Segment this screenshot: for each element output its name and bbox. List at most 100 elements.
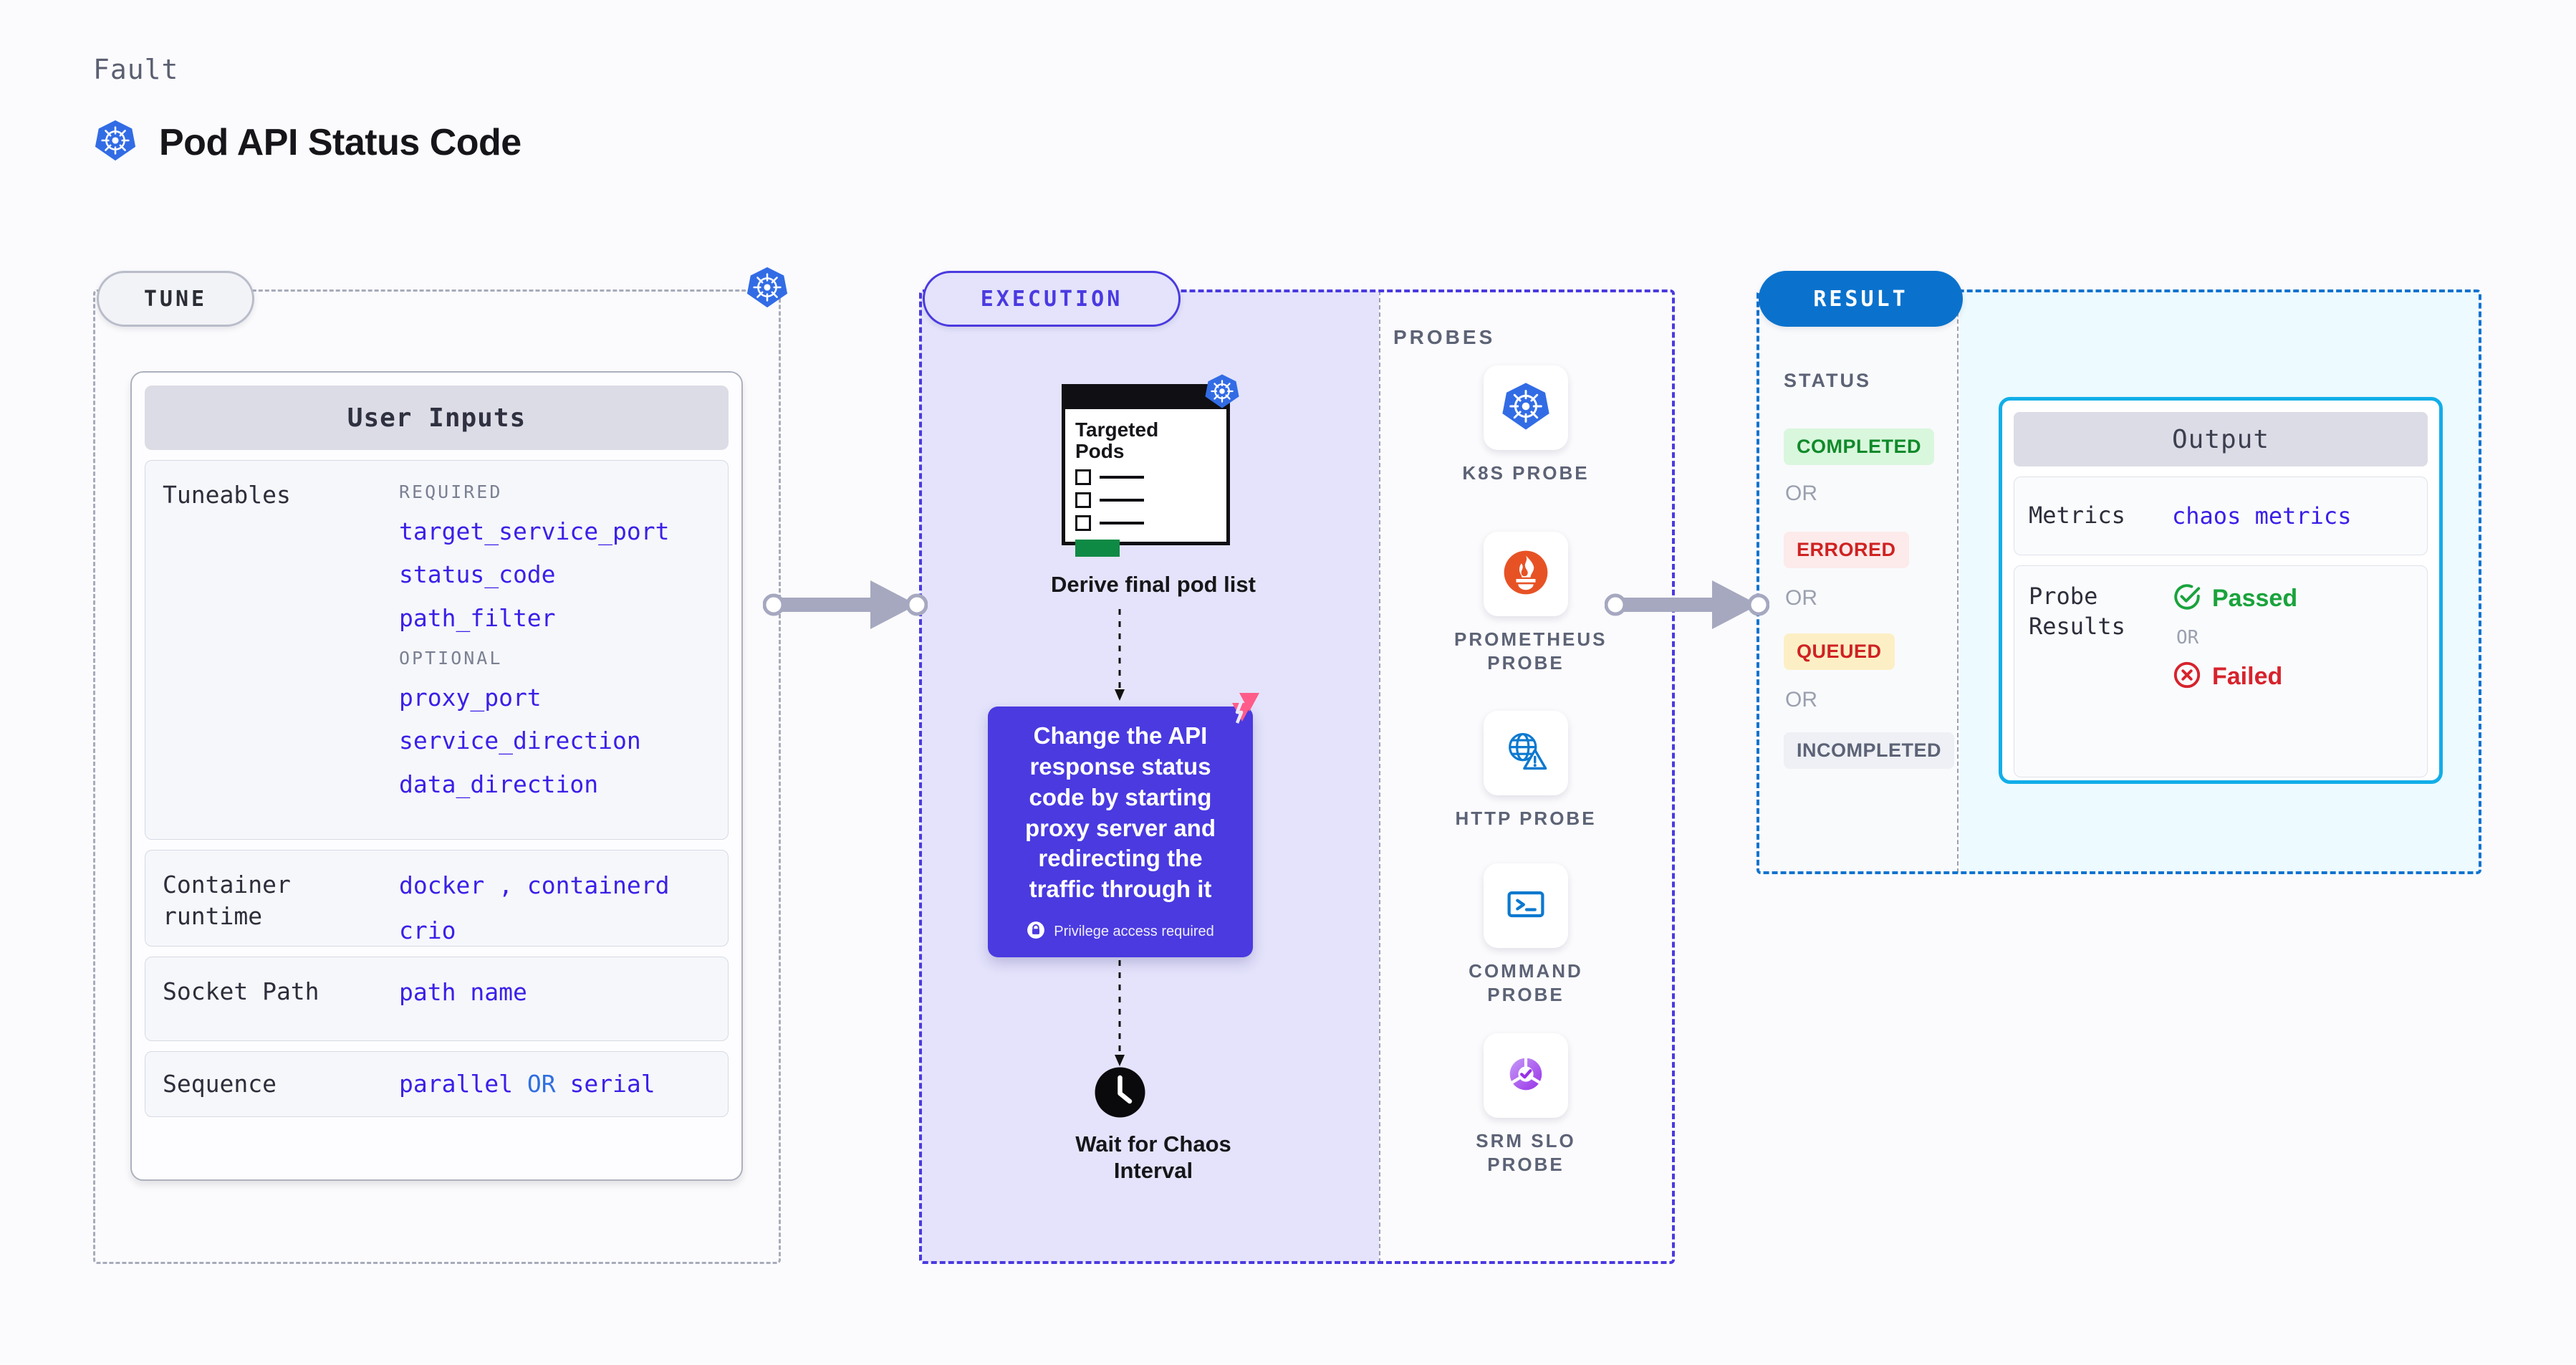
sequence-serial[interactable]: serial bbox=[569, 1069, 655, 1098]
status-or-1: OR bbox=[1785, 482, 1817, 505]
connector-arrow-tune-to-execution bbox=[762, 573, 928, 640]
execution-panel bbox=[919, 289, 1675, 1264]
tuneable-path-filter[interactable]: path_filter bbox=[399, 604, 556, 633]
row-label-container-runtime: Container runtime bbox=[163, 871, 291, 930]
row-label-sequence: Sequence bbox=[163, 1070, 277, 1098]
checkbox-icon bbox=[1075, 492, 1091, 509]
output-metrics-value[interactable]: chaos metrics bbox=[2172, 502, 2352, 530]
flow-connector-1 bbox=[1109, 609, 1130, 706]
runtime-crio[interactable]: crio bbox=[399, 916, 456, 944]
probe-result-failed: Failed bbox=[2172, 660, 2413, 694]
probe-label: COMMAND PROBE bbox=[1469, 960, 1583, 1005]
globe-warning-icon bbox=[1501, 727, 1550, 780]
row-label-socket-path: Socket Path bbox=[163, 977, 319, 1005]
tuneable-service-direction[interactable]: service_direction bbox=[399, 727, 641, 755]
probe-label: SRM SLO PROBE bbox=[1476, 1130, 1576, 1175]
user-inputs-title: User Inputs bbox=[145, 385, 729, 450]
output-probe-results-values: Passed OR Failed bbox=[2172, 582, 2413, 694]
targeted-pods-card: Targeted Pods bbox=[1062, 384, 1230, 557]
derive-pod-list-caption: Derive final pod list bbox=[1051, 572, 1256, 597]
table-row: Socket Path path name bbox=[145, 957, 729, 1041]
srm-slo-icon bbox=[1501, 1050, 1550, 1102]
output-probe-results-label: Probe Results bbox=[2029, 583, 2125, 640]
sequence-joiner: OR bbox=[527, 1069, 556, 1098]
passed-label: Passed bbox=[2212, 585, 2298, 612]
status-badge-incompleted: INCOMPLETED bbox=[1784, 732, 1955, 769]
checkbox-icon bbox=[1075, 469, 1091, 486]
prometheus-icon bbox=[1500, 547, 1552, 602]
list-item bbox=[1075, 469, 1216, 486]
execution-pill-label: EXECUTION bbox=[923, 271, 1181, 327]
list-item bbox=[1075, 492, 1216, 509]
output-metrics-label: Metrics bbox=[2029, 502, 2125, 530]
targeted-pods-title-line1: Targeted bbox=[1075, 418, 1159, 441]
table-row: Sequence parallel OR serial bbox=[145, 1051, 729, 1117]
tuneables-values: REQUIRED target_service_port status_code… bbox=[399, 479, 711, 812]
kubernetes-icon bbox=[93, 118, 138, 166]
action-card: Change the API response status code by s… bbox=[988, 707, 1253, 957]
terminal-icon bbox=[1501, 880, 1550, 932]
page-title: Pod API Status Code bbox=[159, 121, 522, 163]
line-placeholder bbox=[1100, 522, 1144, 525]
probe-tile bbox=[1484, 365, 1568, 450]
card-titlebar bbox=[1065, 388, 1226, 409]
sequence-parallel[interactable]: parallel bbox=[399, 1069, 513, 1098]
lock-icon bbox=[1027, 921, 1045, 943]
line-placeholder bbox=[1100, 476, 1144, 479]
probe-tile bbox=[1484, 863, 1568, 948]
status-or-2: OR bbox=[1785, 586, 1817, 610]
probes-heading: PROBES bbox=[1393, 326, 1496, 348]
privilege-note-row: Privilege access required bbox=[1027, 921, 1214, 943]
tag-optional: OPTIONAL bbox=[399, 648, 503, 669]
page-title-row: Pod API Status Code bbox=[93, 118, 522, 166]
probe-result-passed: Passed bbox=[2172, 582, 2413, 616]
tuneable-proxy-port[interactable]: proxy_port bbox=[399, 683, 542, 712]
probe-srm-slo[interactable]: SRM SLO PROBE bbox=[1454, 1033, 1597, 1176]
wait-caption-line2: Interval bbox=[1113, 1158, 1193, 1184]
list-item bbox=[1075, 515, 1216, 532]
action-description: Change the API response status code by s… bbox=[1025, 722, 1216, 903]
x-circle-icon bbox=[2172, 660, 2202, 694]
tuneable-status-code[interactable]: status_code bbox=[399, 560, 556, 589]
probe-tile bbox=[1484, 1033, 1568, 1118]
probe-tile bbox=[1484, 532, 1568, 616]
probe-http[interactable]: HTTP PROBE bbox=[1454, 711, 1597, 830]
privilege-note-text: Privilege access required bbox=[1054, 924, 1214, 940]
kubernetes-icon bbox=[1500, 380, 1552, 436]
fault-kicker: Fault bbox=[93, 54, 179, 85]
probe-tile bbox=[1484, 711, 1568, 795]
container-runtime-values: docker , containerd crio bbox=[399, 869, 711, 948]
failed-label: Failed bbox=[2212, 663, 2283, 690]
progress-bar-green bbox=[1075, 540, 1120, 557]
connector-arrow-execution-to-result bbox=[1604, 573, 1770, 640]
tuneable-target-service-port[interactable]: target_service_port bbox=[399, 517, 670, 545]
table-row: Tuneables REQUIRED target_service_port s… bbox=[145, 460, 729, 840]
wait-caption: Wait for Chaos Interval bbox=[999, 1131, 1307, 1184]
socket-path-value[interactable]: path name bbox=[399, 978, 527, 1006]
probe-label: HTTP PROBE bbox=[1455, 808, 1597, 829]
table-row: Container runtime docker , containerd cr… bbox=[145, 850, 729, 947]
table-row: Probe Results Passed OR bbox=[2014, 565, 2428, 777]
runtime-separator: , bbox=[499, 871, 513, 899]
probe-result-or: OR bbox=[2176, 627, 2199, 648]
probe-k8s[interactable]: K8S PROBE bbox=[1454, 365, 1597, 485]
probe-prometheus[interactable]: PROMETHEUS PROBE bbox=[1454, 532, 1607, 674]
status-badge-completed: COMPLETED bbox=[1784, 428, 1935, 465]
probe-command[interactable]: COMMAND PROBE bbox=[1454, 863, 1597, 1006]
result-pill-label: RESULT bbox=[1759, 271, 1963, 327]
runtime-docker[interactable]: docker bbox=[399, 871, 485, 899]
probe-label: PROMETHEUS PROBE bbox=[1454, 628, 1607, 674]
user-inputs-card: User Inputs Tuneables REQUIRED target_se… bbox=[130, 371, 743, 1181]
status-heading: STATUS bbox=[1784, 370, 1871, 391]
flow-connector-2 bbox=[1109, 960, 1130, 1071]
wait-caption-line1: Wait for Chaos bbox=[1075, 1131, 1231, 1156]
targeted-pods-kubernetes-icon bbox=[1203, 373, 1241, 413]
tuneable-data-direction[interactable]: data_direction bbox=[399, 770, 599, 799]
status-or-3: OR bbox=[1785, 688, 1817, 712]
result-status-column bbox=[1758, 291, 1959, 873]
tune-kubernetes-badge-icon bbox=[745, 265, 789, 313]
check-circle-icon bbox=[2172, 582, 2202, 616]
runtime-containerd[interactable]: containerd bbox=[527, 871, 670, 899]
line-placeholder bbox=[1100, 499, 1144, 502]
